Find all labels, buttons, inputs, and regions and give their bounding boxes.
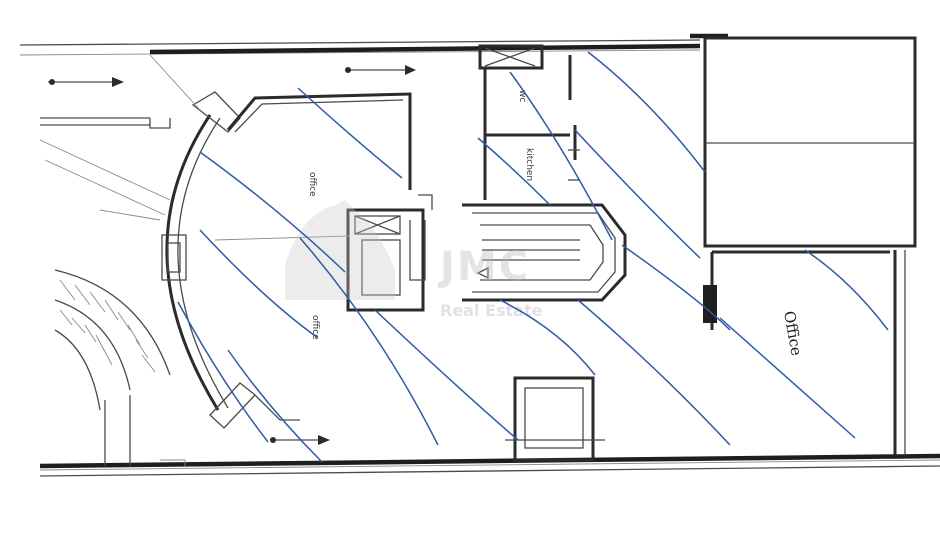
office-blocks [690, 33, 917, 455]
watermark: JMC Real Estate [285, 200, 543, 320]
curved-facade [161, 91, 412, 429]
flow-arrows [48, 65, 416, 445]
svg-text:wc: wc [517, 90, 527, 102]
watermark-subtitle: Real Estate [440, 301, 543, 320]
blue-markup-hatching [177, 51, 889, 463]
office-room-label: Office [780, 310, 806, 358]
kitchen-wc-block [478, 44, 580, 200]
building-outline [19, 39, 940, 477]
small-room-labels: wc kitchen office office [307, 90, 534, 340]
office-label-group: Office [780, 310, 806, 358]
svg-text:kitchen: kitchen [524, 148, 534, 181]
svg-text:office: office [310, 315, 320, 340]
core-room [214, 194, 433, 312]
entrance-door [505, 376, 605, 462]
watermark-name: JMC [437, 244, 530, 290]
exterior-walkway [39, 54, 201, 466]
svg-text:office: office [307, 172, 317, 197]
